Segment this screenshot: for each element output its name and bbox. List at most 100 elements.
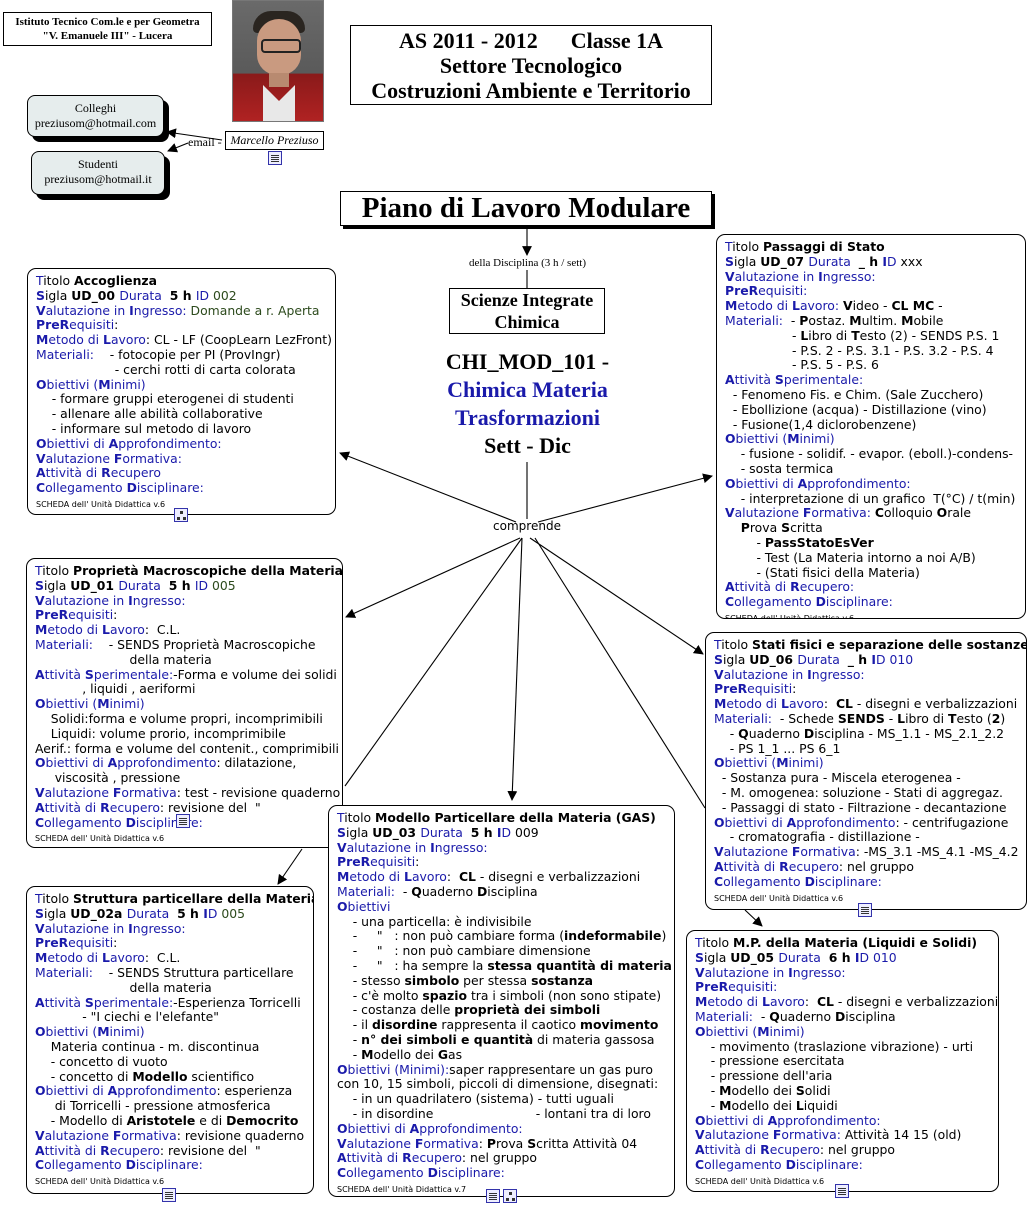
unit-card-ud03[interactable]: Titolo Modello Particellare della Materi… [328, 805, 675, 1197]
card-line: SCHEDA dell' Unità Didattica v.6 [35, 1173, 309, 1188]
card-text: Durata [119, 287, 170, 303]
card-line: - Test (La Materia intorno a noi A/B) [725, 550, 1021, 566]
unit-card-ud01[interactable]: Titolo Proprietà Macroscopiche della Mat… [26, 558, 343, 848]
concept-map-icon[interactable] [503, 1189, 517, 1203]
card-text: M.P. della Materia (Liquidi e Solidi) [733, 935, 977, 950]
colleghi-email[interactable]: preziusom@hotmail.com [34, 116, 157, 130]
card-line: Obiettivi di Approfondimento: [36, 436, 331, 452]
card-line: Prova Scritta [725, 520, 1021, 536]
card-text: re [723, 681, 738, 697]
card-line: Valutazione in Ingresso: [35, 593, 338, 609]
card-text: etodo di [47, 950, 103, 966]
card-text: CL [458, 869, 476, 885]
card-text: D [804, 873, 815, 889]
card-text: ibro di [905, 710, 948, 726]
card-text: Materiali: [36, 346, 110, 362]
card-text: 5 h [168, 577, 195, 593]
card-text: : [446, 869, 459, 885]
card-text: ttività di [704, 1142, 761, 1158]
plan-title-node[interactable]: Piano di Lavoro Modulare [340, 191, 712, 226]
card-text: - [760, 1008, 770, 1024]
card-text: inimi) [109, 1024, 145, 1040]
card-text: R [779, 858, 789, 874]
card-text: olloquio [883, 505, 937, 521]
card-text: alutazione in [723, 666, 808, 682]
card-text: - P.S. 2 - P.S. 3.1 - P.S. 3.2 - P.S. 4 [725, 342, 994, 358]
card-text: itolo [43, 273, 75, 288]
unit-card-ud05[interactable]: Titolo M.P. della Materia (Liquidi e Sol… [686, 930, 999, 1192]
card-text: F [112, 784, 122, 800]
card-text: R [748, 283, 759, 299]
document-icon[interactable] [268, 151, 282, 165]
card-text: pprofondimento [796, 814, 896, 830]
concept-map-icon[interactable] [174, 508, 188, 522]
document-icon[interactable] [486, 1189, 500, 1203]
card-text: O [936, 505, 948, 521]
card-line: - costanza delle proprietà dei simboli [337, 1002, 670, 1018]
course-track: Costruzioni Ambiente e Territorio [371, 78, 691, 103]
document-icon[interactable] [162, 1188, 176, 1202]
card-line: Valutazione Formativa: -MS_3.1 -MS_4.1 -… [714, 844, 1022, 860]
card-line: PreRequisiti: [725, 283, 1021, 299]
card-line: della materia [35, 980, 309, 996]
card-text: M [757, 1023, 770, 1039]
card-text: D [835, 1008, 846, 1024]
card-text: F [414, 1135, 424, 1151]
card-line: - " : non può cambiare dimensione [337, 943, 670, 959]
subject-node[interactable]: Scienze Integrate Chimica [449, 288, 605, 334]
card-text: odello dei [373, 1046, 438, 1062]
document-icon[interactable] [835, 1184, 849, 1198]
card-text: D 010 [859, 949, 897, 965]
card-text: ttività di [734, 579, 791, 595]
course-title-box: AS 2011 - 2012 Classe 1A Settore Tecnolo… [350, 25, 712, 105]
card-text: S [774, 372, 784, 388]
unit-card-ud06[interactable]: Titolo Stati fisici e separazione delle … [705, 632, 1027, 910]
card-text: F [772, 1127, 782, 1143]
colleghi-contact-node[interactable]: Colleghi preziusom@hotmail.com [27, 95, 164, 137]
card-line: PreRequisiti: [337, 854, 670, 870]
card-line: SCHEDA dell' Unità Didattica v.6 [695, 1173, 994, 1188]
document-icon[interactable] [176, 814, 190, 828]
card-text: V [36, 302, 46, 318]
author-name-node[interactable]: Marcello Preziuso [225, 131, 324, 150]
card-text: M [35, 622, 48, 638]
card-text: igla [44, 287, 72, 303]
card-text: V [36, 450, 46, 466]
card-line: viscosità , pressione [35, 770, 338, 786]
card-text: 5 h [177, 905, 204, 921]
card-text: ecupero [109, 1142, 160, 1158]
card-text: O [695, 1023, 706, 1039]
card-line: Titolo Struttura particellare della Mate… [35, 891, 313, 907]
card-text: - " : non può cambiare forma ( [337, 928, 565, 944]
card-text: ttività [44, 994, 85, 1010]
card-text: ollegamento [723, 873, 805, 889]
card-text: - concetto di [35, 1068, 133, 1084]
card-text: re [704, 979, 719, 995]
card-text: V [714, 666, 724, 682]
studenti-contact-node[interactable]: Studenti preziusom@hotmail.it [31, 151, 165, 195]
card-text: : revisione del " [159, 799, 261, 815]
card-text: - PS 1_1 ... PS 6_1 [714, 740, 841, 756]
card-text: : revisione quaderno [176, 1127, 305, 1143]
module-node[interactable]: CHI_MOD_101 - Chimica Materia Trasformaz… [400, 348, 655, 460]
card-text: O [337, 898, 348, 914]
card-text: O [35, 1024, 46, 1040]
card-line: Collegamento Disciplinare: [36, 480, 331, 496]
studenti-email[interactable]: preziusom@hotmail.it [44, 172, 152, 186]
card-text: e di [195, 1112, 227, 1128]
card-line: - M. omogenea: soluzione - Stati di aggr… [714, 785, 1022, 801]
card-text: movimento [580, 1017, 659, 1033]
card-text: ormativa: [811, 505, 871, 521]
card-text: L [800, 327, 809, 343]
unit-card-ud02a[interactable]: Titolo Struttura particellare della Mate… [26, 886, 314, 1194]
card-text: - concetto di vuoto [35, 1053, 168, 1069]
card-text: isciplinare: [437, 1165, 505, 1181]
card-text: L [795, 1097, 804, 1113]
card-line: Metodo di Lavoro: CL - LF (CoopLearn Lez… [36, 332, 332, 348]
card-line: Obiettivi (Minimi) [35, 1024, 309, 1040]
card-text: saper rappresentare un gas puro [449, 1061, 653, 1077]
card-text: uaderno [748, 725, 804, 741]
document-icon[interactable] [858, 903, 872, 917]
